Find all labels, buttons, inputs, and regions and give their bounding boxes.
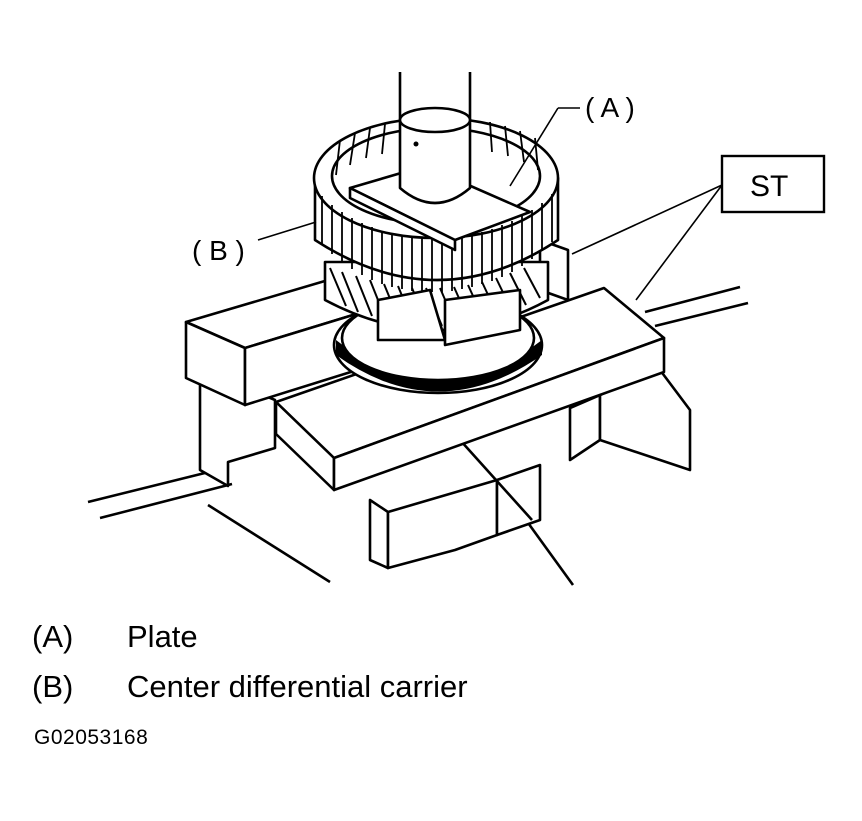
st-label-box — [720, 154, 826, 214]
legend-item-a: (A) Plate — [32, 612, 468, 662]
leader-lines — [257, 107, 723, 301]
callout-a-label: ( A ) — [585, 92, 635, 123]
legend-item-b: (B) Center differential carrier — [32, 662, 468, 712]
legend-key: (B) — [32, 669, 74, 704]
legend-key: (A) — [32, 619, 74, 654]
center-differential-press-diagram: ( A ) ( B ) ST — [87, 72, 826, 586]
vise-body — [198, 366, 692, 586]
press-bed — [87, 285, 749, 584]
st-label: ST — [750, 170, 788, 203]
legend-label: Center differential carrier — [127, 669, 468, 704]
press-ram — [398, 72, 472, 205]
figure-id: G02053168 — [34, 726, 149, 749]
legend-label: Plate — [127, 619, 198, 654]
callout-b-label: ( B ) — [192, 235, 245, 266]
legend: (A) Plate (B) Center differential carrie… — [32, 612, 468, 712]
